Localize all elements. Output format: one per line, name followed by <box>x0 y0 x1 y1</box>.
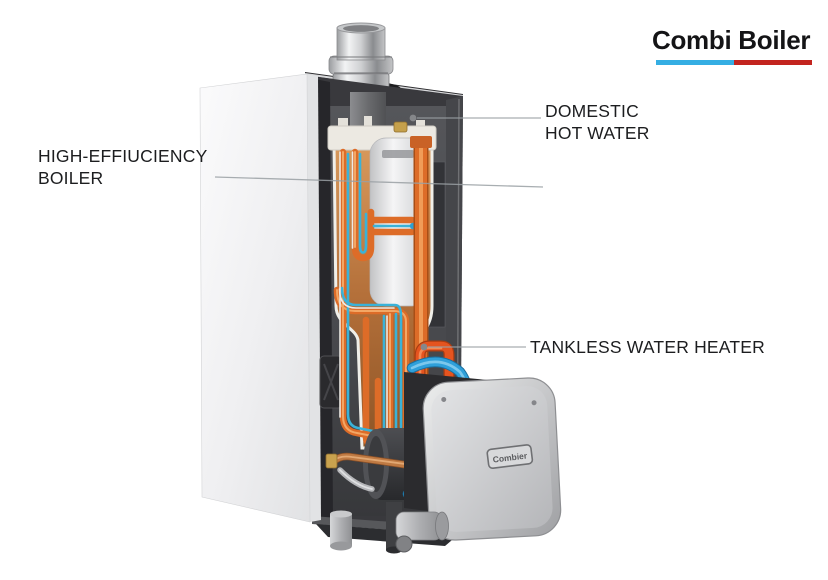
brand-underline-red <box>734 60 812 65</box>
cabinet-front-panel <box>199 73 311 523</box>
tankless-unit: Combier <box>422 377 562 541</box>
tank-label <box>382 150 414 158</box>
brand-title: Combi Boiler <box>652 25 811 55</box>
hot-loop-pipe <box>414 340 455 402</box>
heat-exchanger-coil <box>333 148 417 450</box>
label-domestic-hot-water: DOMESTIC HOT WATER <box>545 101 650 143</box>
leader-lines <box>214 117 544 348</box>
drain-valve <box>386 502 449 554</box>
bottom-pipe-stub <box>330 510 352 551</box>
tankless-unit-logo: Combier <box>486 444 534 470</box>
brand-underline <box>656 60 812 65</box>
label-tankless-water-heater: TANKLESS WATER HEATER <box>530 337 765 357</box>
screw-icon <box>531 400 537 406</box>
brand-underline-blue <box>656 60 734 65</box>
mounting-bracket-icon <box>319 355 343 409</box>
brand-block: Combi Boiler <box>652 25 818 65</box>
leader-line-high-efficiency <box>214 176 544 188</box>
dot-tankless <box>420 343 428 351</box>
unit-logo-text: Combier <box>492 450 528 464</box>
label-high-efficiency-boiler: HIGH-EFFIUCIENCY BOILER <box>38 146 208 188</box>
screw-icon <box>441 396 447 402</box>
dot-domestic <box>409 114 417 122</box>
